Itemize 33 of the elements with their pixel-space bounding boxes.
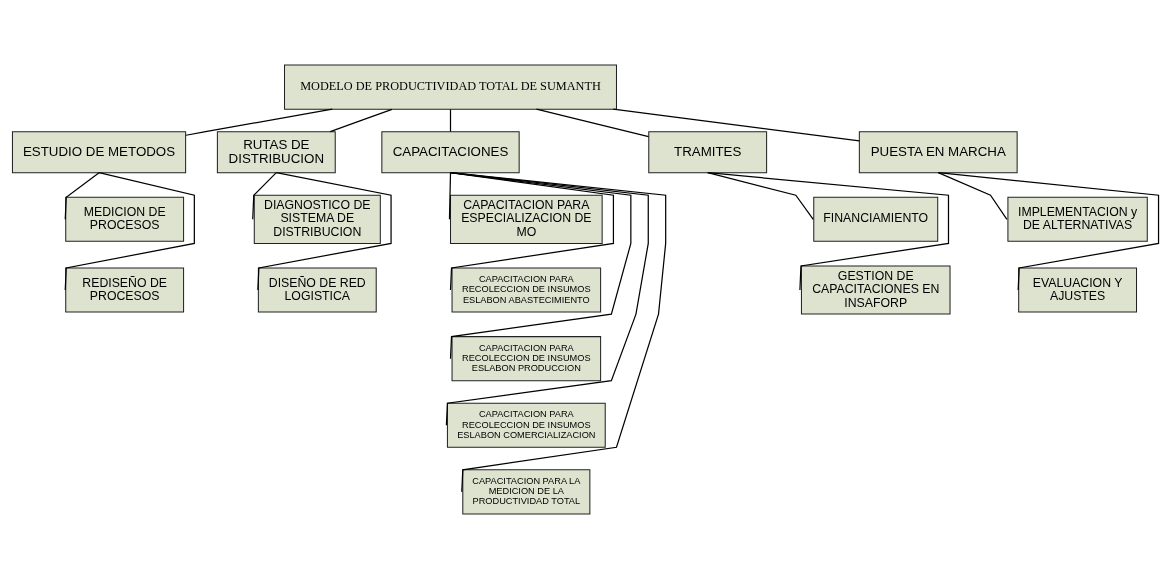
- connector: [445, 171, 649, 426]
- node-box: GESTION DE CAPACITACIONES EN INSAFORP: [800, 264, 951, 315]
- connector: [64, 171, 100, 220]
- node-box: PUESTA EN MARCHA: [858, 130, 1018, 173]
- node-box: RUTAS DE DISTRIBUCION: [216, 130, 336, 173]
- node-box: IMPLEMENTACION y DE ALTERNATIVAS: [1007, 196, 1148, 242]
- node-box: CAPACITACION PARA RECOLECCION DE INSUMOS ESLABON PRODUCCION: [451, 335, 602, 381]
- connector: [329, 108, 393, 132]
- connector: [448, 171, 452, 220]
- connector: [707, 171, 814, 220]
- node-box: ESTUDIO DE METODOS: [11, 130, 187, 173]
- node-box: DISEÑO DE RED LOGISTICA: [257, 266, 377, 313]
- connector: [449, 108, 452, 132]
- node-box: MODELO DE PRODUCTIVIDAD TOTAL DE SUMANTH: [284, 64, 617, 110]
- connector: [937, 171, 1008, 220]
- node-box: MEDICION DE PROCESOS: [65, 196, 185, 242]
- node-box: CAPACITACIONES: [381, 130, 520, 173]
- connector: [252, 171, 277, 220]
- connector: [257, 171, 392, 291]
- node-box: CAPACITACION PARA ESPECIALIZACION DE MO: [450, 194, 603, 244]
- node-box: FINANCIAMIENTO: [813, 196, 939, 242]
- node-box: CAPACITACION PARA LA MEDICION DE LA PRODUCTIVIDAD TOTAL: [462, 468, 591, 514]
- node-box: TRAMITES: [648, 130, 768, 173]
- node-box: EVALUACION Y AJUSTES: [1018, 266, 1137, 313]
- node-box: CAPACITACION PARA RECOLECCION DE INSUMOS ESLABON ABASTECIMIENTO: [451, 266, 602, 313]
- connector: [707, 171, 950, 291]
- node-box: DIAGNOSTICO DE SISTEMA DE DISTRIBUCION: [253, 194, 381, 244]
- connector: [612, 108, 860, 142]
- node-box: REDISEÑO DE PROCESOS: [65, 266, 185, 313]
- connector: [535, 108, 650, 137]
- connector: [185, 108, 333, 136]
- connector: [937, 171, 1160, 291]
- node-box: CAPACITACION PARA RECOLECCION DE INSUMOS ESLABON COMERCIALIZACION: [446, 402, 606, 448]
